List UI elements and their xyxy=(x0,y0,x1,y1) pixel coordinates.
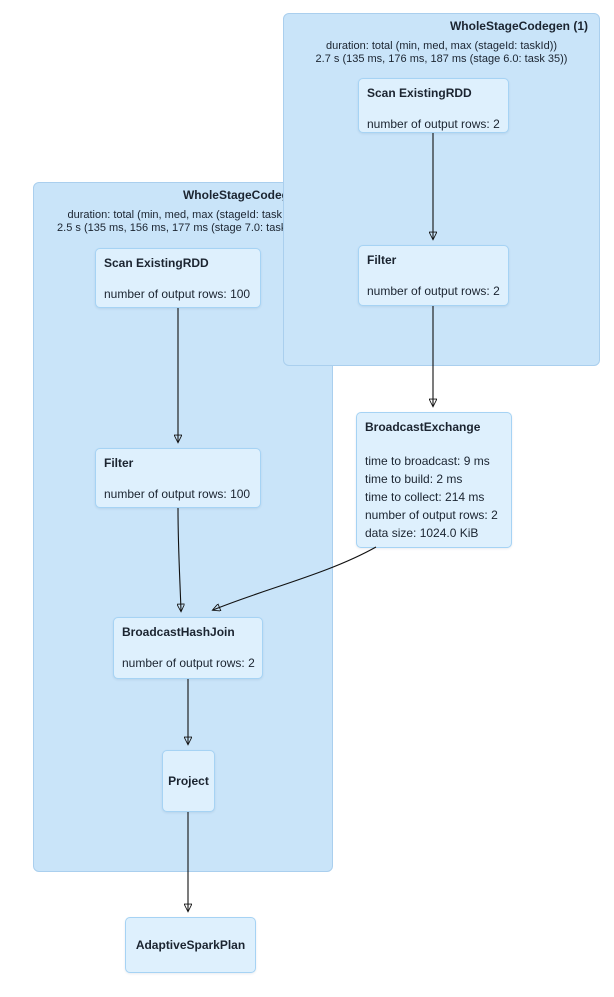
node-filter-2[interactable]: Filter number of output rows: 100 xyxy=(95,448,261,508)
cluster-duration-line2: 2.7 s (135 ms, 176 ms, 187 ms (stage 6.0… xyxy=(315,53,568,65)
node-metric: time to collect: 214 ms xyxy=(365,490,485,504)
node-title: BroadcastHashJoin xyxy=(122,625,235,639)
node-metric: number of output rows: 100 xyxy=(104,287,251,301)
node-title: AdaptiveSparkPlan xyxy=(135,938,246,952)
cluster-duration-line1: duration: total (min, med, max (stageId:… xyxy=(325,40,558,52)
node-metric: time to broadcast: 9 ms xyxy=(365,454,490,468)
node-metric: number of output rows: 2 xyxy=(367,284,500,298)
node-scan-existingrdd-2[interactable]: Scan ExistingRDD number of output rows: … xyxy=(95,248,261,308)
node-metric: data size: 1024.0 KiB xyxy=(365,526,479,540)
node-title: Project xyxy=(168,774,209,788)
cluster-duration: duration: total (min, med, max (stageId:… xyxy=(284,40,599,66)
node-metric: number of output rows: 2 xyxy=(367,117,500,131)
node-project[interactable]: Project xyxy=(162,750,215,812)
node-title: Filter xyxy=(367,253,397,267)
node-title: BroadcastExchange xyxy=(365,420,481,434)
cluster-duration-line1: duration: total (min, med, max (stageId:… xyxy=(67,209,299,221)
cluster-duration: duration: total (min, med, max (stageId:… xyxy=(34,209,332,235)
cluster-title: WholeStageCodegen (1) xyxy=(449,19,588,33)
node-title: Filter xyxy=(104,456,134,470)
node-metric: number of output rows: 2 xyxy=(365,508,498,522)
node-broadcast-exchange[interactable]: BroadcastExchange time to broadcast: 9 m… xyxy=(356,412,512,548)
cluster-duration-line2: 2.5 s (135 ms, 156 ms, 177 ms (stage 7.0… xyxy=(57,222,309,234)
node-metric: number of output rows: 2 xyxy=(122,656,255,670)
node-metric: time to build: 2 ms xyxy=(365,472,463,486)
node-title: Scan ExistingRDD xyxy=(104,256,209,270)
node-broadcast-hash-join[interactable]: BroadcastHashJoin number of output rows:… xyxy=(113,617,263,679)
node-title: Scan ExistingRDD xyxy=(367,86,472,100)
node-filter-1[interactable]: Filter number of output rows: 2 xyxy=(358,245,509,306)
node-metric: number of output rows: 100 xyxy=(104,487,251,501)
node-scan-existingrdd-1[interactable]: Scan ExistingRDD number of output rows: … xyxy=(358,78,509,133)
cluster-wholestagecodegen-1: WholeStageCodegen (1) duration: total (m… xyxy=(283,13,600,366)
node-adaptive-spark-plan[interactable]: AdaptiveSparkPlan xyxy=(125,917,256,973)
